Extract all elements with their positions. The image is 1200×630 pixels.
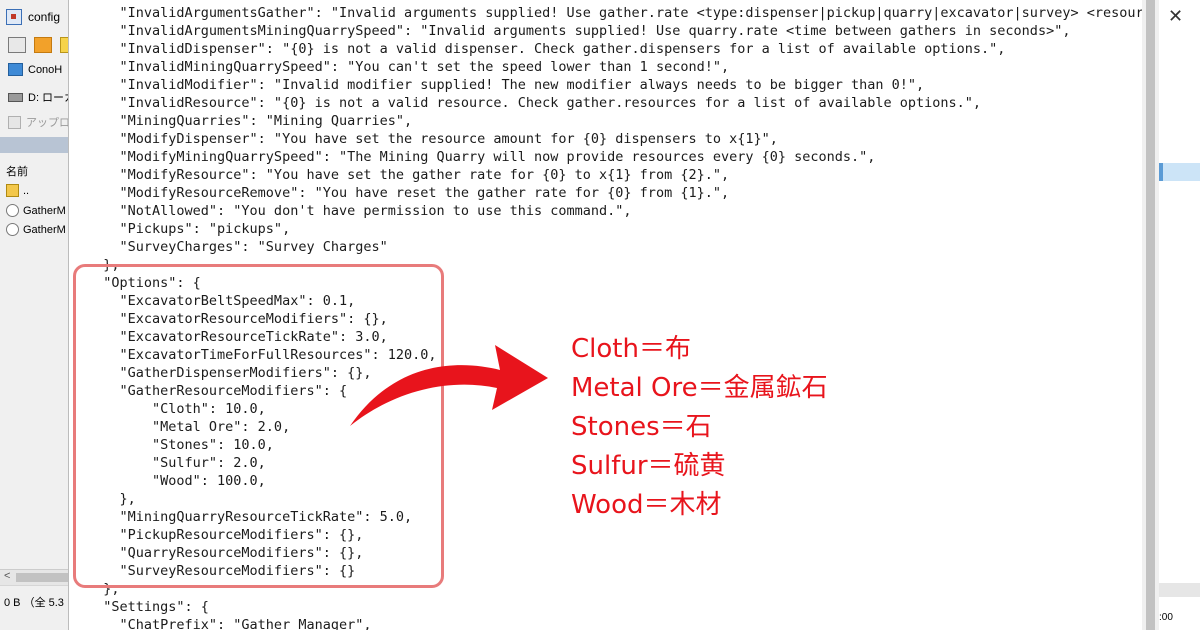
code-line[interactable]: "InvalidModifier": "Invalid modifier sup… [87,77,925,93]
list-item[interactable]: .. [6,184,29,197]
code-line[interactable]: "Cloth": 10.0, [87,401,266,417]
status-bar: 0 B （全 5.3 [0,585,68,630]
red-arrow-icon [350,345,548,426]
code-line[interactable]: "Options": { [87,275,201,291]
code-line[interactable]: "Pickups": "pickups", [87,221,291,237]
list-item-label: GatherM [23,204,66,217]
tree-item-upload[interactable]: アップロ [8,114,68,130]
window-title-text: config [28,10,61,24]
time-fragment: :00 [1159,612,1173,623]
app-icon [6,9,22,25]
translation-notes: Cloth＝布 Metal Ore＝金属鉱石 Stones＝石 Sulfur＝硫… [571,330,828,525]
code-line[interactable]: "ExcavatorBeltSpeedMax": 0.1, [87,293,356,309]
code-line[interactable]: "Metal Ore": 2.0, [87,419,291,435]
path-bar[interactable] [0,137,68,153]
code-line[interactable]: "Sulfur": 2.0, [87,455,266,471]
code-line[interactable]: "GatherDispenserModifiers": {}, [87,365,372,381]
transfer-icon[interactable] [8,37,26,53]
pc-icon [8,63,23,76]
code-line[interactable]: "InvalidArgumentsGather": "Invalid argum… [87,5,1160,21]
folder-icon[interactable] [60,37,68,53]
code-line[interactable]: "Wood": 100.0, [87,473,266,489]
code-line[interactable]: "Stones": 10.0, [87,437,274,453]
code-line[interactable]: "NotAllowed": "You don't have permission… [87,203,632,219]
toolbar [8,37,68,53]
list-item[interactable]: GatherM [6,204,66,217]
list-item-label: GatherM [23,223,66,236]
code-line[interactable]: "Settings": { [87,599,209,615]
code-line[interactable]: "InvalidDispenser": "{0} is not a valid … [87,41,1006,57]
tree-item-drive[interactable]: D: ローカ [8,89,68,105]
scrollbar-thumb[interactable] [1146,0,1155,630]
list-item-label: .. [23,184,30,197]
code-line[interactable]: "ModifyResource": "You have set the gath… [87,167,730,183]
code-line[interactable]: "MiningQuarries": "Mining Quarries", [87,113,413,129]
code-line[interactable]: }, [87,491,136,507]
up-folder-icon [6,184,19,197]
code-line[interactable]: "ExcavatorResourceModifiers": {}, [87,311,388,327]
text-editor[interactable]: "InvalidArgumentsGather": "Invalid argum… [68,0,1159,630]
code-line[interactable]: "MiningQuarryResourceTickRate": 5.0, [87,509,413,525]
lua-file-icon [6,223,19,236]
translation-metal-ore: Metal Ore＝金属鉱石 [571,373,828,403]
folder-icon [8,115,21,129]
code-line[interactable]: "SurveyCharges": "Survey Charges" [87,239,388,255]
sync-icon[interactable] [34,37,52,53]
code-line[interactable]: "PickupResourceModifiers": {}, [87,527,364,543]
translation-sulfur: Sulfur＝硫黄 [571,451,726,481]
translation-cloth: Cloth＝布 [571,334,691,364]
code-line[interactable]: "QuarryResourceModifiers": {}, [87,545,364,561]
tree-item-label: D: ローカ [28,92,68,104]
tree-item-label: ConoH [28,63,63,76]
code-line[interactable]: "InvalidMiningQuarrySpeed": "You can't s… [87,59,730,75]
code-line[interactable]: "ModifyDispenser": "You have set the res… [87,131,778,147]
code-line[interactable]: "InvalidArgumentsMiningQuarrySpeed": "In… [87,23,1071,39]
scrollbar-thumb[interactable] [16,573,68,582]
code-line[interactable]: "ChatPrefix": "Gather Manager", [87,617,372,630]
translation-stones: Stones＝石 [571,412,712,442]
chevron-left-icon[interactable]: < [4,570,11,582]
window-title: config [6,9,60,25]
tree-item-label: アップロ [26,117,68,129]
horizontal-scrollbar[interactable]: < [0,569,68,585]
code-line[interactable]: "ExcavatorTimeForFullResources": 120.0, [87,347,437,363]
highlight-box [73,264,444,588]
tree-item-server[interactable]: ConoH [8,63,62,76]
code-line[interactable]: "GatherResourceModifiers": { [87,383,348,399]
file-manager-panel: config ConoH D: ローカ アップロ 名前 .. GatherM G… [0,0,68,630]
selected-row[interactable] [1159,163,1200,181]
code-line[interactable]: "ExcavatorResourceTickRate": 3.0, [87,329,388,345]
list-item[interactable]: GatherM [6,223,66,236]
code-line[interactable]: "SurveyResourceModifiers": {} [87,563,356,579]
lua-file-icon [6,204,19,217]
code-content[interactable]: "InvalidArgumentsGather": "Invalid argum… [87,4,1159,630]
drive-icon [8,92,23,102]
horizontal-scrollbar[interactable] [1159,583,1200,597]
background-window-right: ✕ :00 [1158,0,1200,630]
column-header-name[interactable]: 名前 [6,166,28,178]
code-line[interactable]: "InvalidResource": "{0} is not a valid r… [87,95,982,111]
code-line[interactable]: "ModifyMiningQuarrySpeed": "The Mining Q… [87,149,876,165]
vertical-scrollbar[interactable] [1142,0,1159,630]
translation-wood: Wood＝木材 [571,490,722,520]
code-line[interactable]: "ModifyResourceRemove": "You have reset … [87,185,730,201]
close-icon[interactable]: ✕ [1168,6,1184,26]
